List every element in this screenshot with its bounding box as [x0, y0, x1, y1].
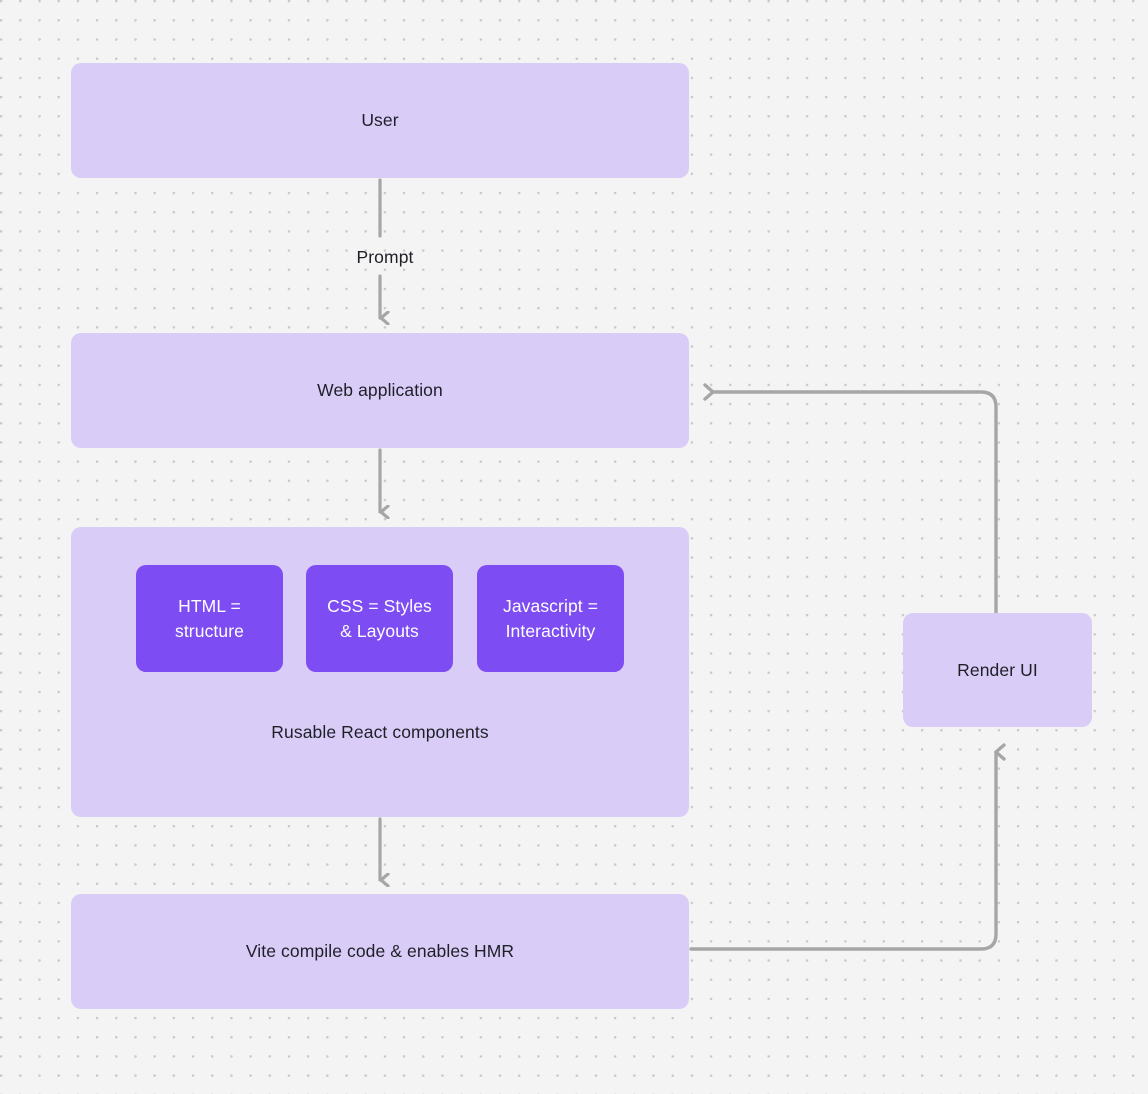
chip-html-label: HTML =structure — [175, 596, 244, 641]
node-web-application-label: Web application — [317, 380, 443, 401]
edge-vite-to-render — [689, 743, 1006, 951]
node-render-ui-label: Render UI — [957, 659, 1038, 680]
components-group-caption: Rusable React components — [271, 722, 489, 742]
chip-css[interactable]: CSS = Styles& Layouts — [306, 565, 453, 672]
node-vite-label: Vite compile code & enables HMR — [245, 941, 515, 962]
node-web-application[interactable]: Web application — [71, 333, 689, 448]
edge-label-prompt: Prompt — [356, 247, 414, 267]
chip-css-label: CSS = Styles& Layouts — [327, 596, 432, 641]
edge-render-to-web — [703, 383, 998, 615]
node-render-ui[interactable]: Render UI — [903, 613, 1092, 727]
node-user-label: User — [361, 110, 399, 131]
node-vite[interactable]: Vite compile code & enables HMR — [71, 894, 689, 1009]
chip-javascript-label: Javascript =Interactivity — [502, 596, 599, 641]
chip-javascript[interactable]: Javascript =Interactivity — [477, 565, 624, 672]
chip-html[interactable]: HTML =structure — [136, 565, 283, 672]
node-user[interactable]: User — [71, 63, 689, 178]
